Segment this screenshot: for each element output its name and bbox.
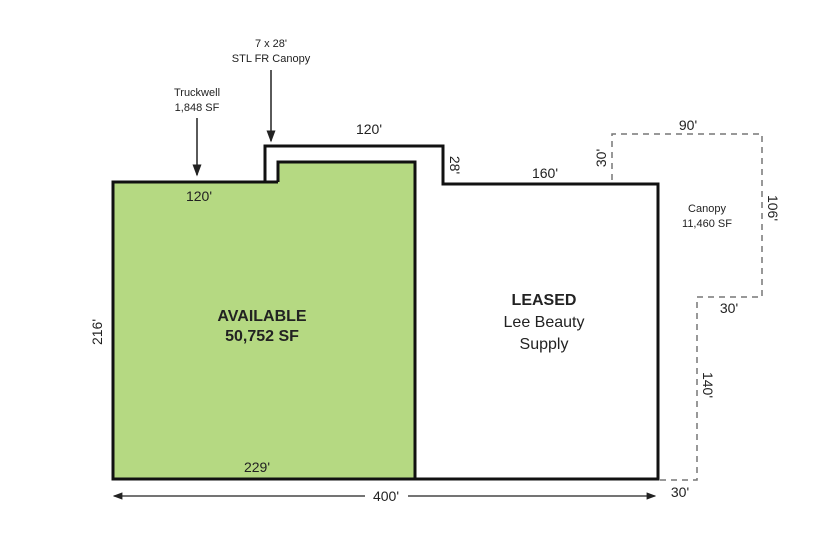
side-canopy-label: 11,460 SF <box>682 218 732 230</box>
canopy-callout: 7 x 28' <box>255 38 287 50</box>
canopy-outline <box>611 133 763 481</box>
dim-step: 28' <box>447 156 463 174</box>
truckwell-callout: Truckwell <box>174 87 220 99</box>
truckwell-callout: 1,848 SF <box>175 102 220 114</box>
dim-top-right: 160' <box>532 165 558 181</box>
dim-left-top: 120' <box>186 188 212 204</box>
dim-top-mid: 120' <box>356 121 382 137</box>
dim-overall: 400' <box>373 488 399 504</box>
canopy-callout: STL FR Canopy <box>232 53 311 65</box>
leased-tenant: Lee Beauty <box>504 314 585 331</box>
dim-canopy-bottom: 30' <box>671 484 689 500</box>
dim-canopy-top: 90' <box>679 117 697 133</box>
available-status: AVAILABLE <box>217 308 307 325</box>
available-area: 50,752 SF <box>225 328 299 345</box>
dim-canopy-step: 30' <box>720 300 738 316</box>
leased-status: LEASED <box>512 292 577 309</box>
dim-bottom-green: 229' <box>244 459 270 475</box>
dim-canopy-left: 30' <box>593 149 609 167</box>
available-space[interactable] <box>113 162 415 479</box>
side-canopy-label: Canopy <box>688 203 726 215</box>
dim-left: 216' <box>89 319 105 345</box>
dim-canopy-lower: 140' <box>700 372 716 398</box>
dim-canopy-right: 106' <box>765 195 781 221</box>
building-walls <box>111 144 660 481</box>
leased-tenant: Supply <box>520 336 569 353</box>
